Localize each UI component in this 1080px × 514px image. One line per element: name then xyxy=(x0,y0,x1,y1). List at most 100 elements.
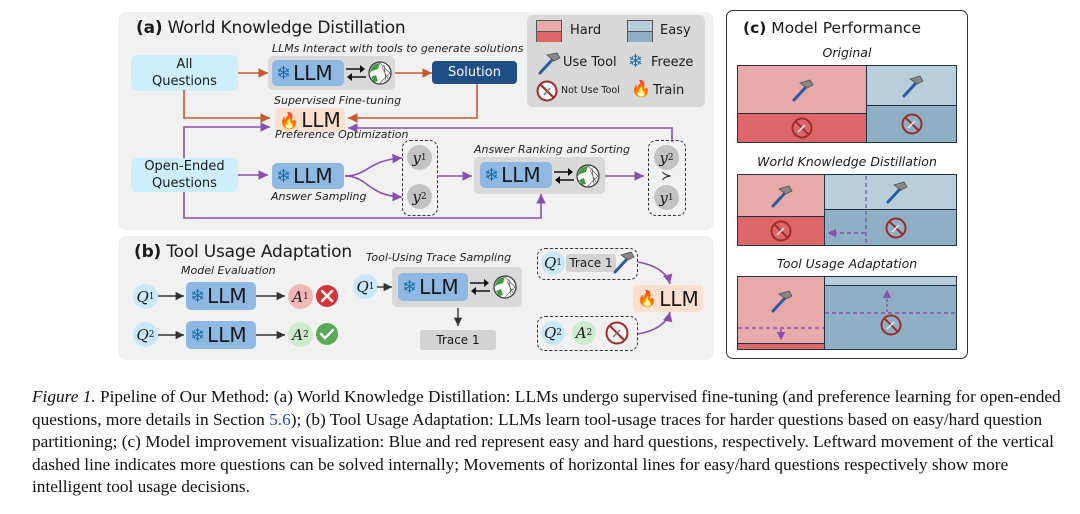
exchange-arrows-icon xyxy=(346,65,366,81)
section-reference-link[interactable]: 5.6 xyxy=(269,409,291,429)
q-var: Q xyxy=(136,287,149,306)
open-ended-line2: Questions xyxy=(152,176,217,191)
a-var: A xyxy=(575,324,587,342)
hammer-icon xyxy=(771,185,793,207)
q-sub: 2 xyxy=(556,328,563,338)
panel-c-title: (c) Model Performance xyxy=(743,19,921,37)
legend: Hard Easy Use Tool ❄ Freeze Not Use Tool… xyxy=(527,15,705,107)
y-var: y xyxy=(412,148,421,167)
tool-globe-icon xyxy=(576,164,600,188)
answer-sampling-caption: Answer Sampling xyxy=(271,190,367,203)
all-questions-line2: Questions xyxy=(152,74,217,89)
trace-1-output: Trace 1 xyxy=(420,330,496,350)
correct-check-icon xyxy=(316,323,338,345)
hammer-icon xyxy=(886,181,908,204)
y-var: y xyxy=(412,187,421,206)
llm-trainable-b: 🔥LLM xyxy=(633,285,703,312)
no-tool-icon xyxy=(901,113,922,135)
llm-frozen-sampler: ❄LLM xyxy=(272,163,344,189)
wkd-hard-notool xyxy=(737,216,825,246)
sft-caption: Supervised Fine-tuning xyxy=(274,94,402,107)
solution-box: Solution xyxy=(432,61,517,84)
no-tool-icon xyxy=(885,217,906,238)
llm-label: LLM xyxy=(501,163,541,187)
y-sub: 1 xyxy=(667,192,674,203)
caption-text-2: ); (b) Tool Usage Adaptation: LLMs learn… xyxy=(32,409,1054,497)
open-ended-line1: Open-Ended xyxy=(144,159,225,174)
a-var: A xyxy=(292,325,304,344)
interact-caption: LLMs Interact with tools to generate sol… xyxy=(272,42,524,55)
a-sub: 2 xyxy=(303,329,309,340)
llm-trace-sampler: ❄LLM xyxy=(398,273,468,301)
hammer-icon xyxy=(792,79,814,101)
answer-ranking-caption: Answer Ranking and Sorting xyxy=(474,143,630,156)
a-sub: 2 xyxy=(586,328,593,338)
panel-b-label: (b) xyxy=(134,242,162,262)
exchange-arrows-icon xyxy=(470,279,490,295)
legend-easy: Easy xyxy=(660,23,691,38)
tool-globe-icon xyxy=(368,61,392,85)
panel-c-label: (c) xyxy=(743,19,767,37)
legend-train: Train xyxy=(653,83,685,98)
original-hard-tool xyxy=(737,65,867,114)
snowflake-icon: ❄ xyxy=(276,62,292,84)
figure-caption: Figure 1. Pipeline of Our Method: (a) Wo… xyxy=(32,386,1072,499)
caption-text-1: Pipeline of Our Method: (a) World Knowle… xyxy=(32,387,1061,429)
trace-sampling-caption: Tool-Using Trace Sampling xyxy=(366,251,512,264)
legend-not-use-tool: Not Use Tool xyxy=(561,85,620,96)
figure-label: Figure 1. xyxy=(32,387,96,406)
q-sub: 2 xyxy=(148,329,155,340)
tua-hard-tool xyxy=(737,276,825,344)
wkd-easy-tool xyxy=(824,174,957,210)
panel-a-title-text: World Knowledge Distillation xyxy=(167,18,406,38)
legend-freeze: Freeze xyxy=(651,55,694,70)
llm-label: LLM xyxy=(207,284,247,308)
panel-c-title-text: Model Performance xyxy=(771,19,921,37)
snowflake-icon: ❄ xyxy=(276,165,292,187)
llm-label: LLM xyxy=(419,275,459,299)
hammer-icon xyxy=(613,251,635,274)
panel-b-title-text: Tool Usage Adaptation xyxy=(166,242,352,262)
y-var: y xyxy=(659,188,668,207)
easy-swatch xyxy=(627,20,653,42)
trace-1-train: Trace 1 xyxy=(566,254,616,272)
snowflake-icon: ❄ xyxy=(190,324,206,346)
llm-label: LLM xyxy=(659,286,699,311)
a-sub: 1 xyxy=(303,291,309,302)
legend-hard: Hard xyxy=(570,23,602,38)
panel-a-title: (a) World Knowledge Distillation xyxy=(136,18,406,38)
q-var: Q xyxy=(543,324,557,342)
tua-hard-notool xyxy=(737,343,825,350)
q-sub: 1 xyxy=(556,258,563,268)
panel-model-performance: (c) Model Performance Original World Kno… xyxy=(726,10,968,359)
model-eval-caption: Model Evaluation xyxy=(181,264,276,277)
no-tool-icon xyxy=(880,314,901,335)
q-var: Q xyxy=(543,254,557,272)
q2-a2-notool-group xyxy=(537,316,638,351)
original-hard-notool xyxy=(737,113,867,143)
original-label: Original xyxy=(822,45,872,60)
wkd-label: World Knowledge Distillation xyxy=(757,154,937,169)
exchange-arrows-icon xyxy=(554,168,574,184)
no-tool-icon xyxy=(791,117,813,139)
q-sub: 1 xyxy=(148,291,155,302)
original-easy-notool xyxy=(866,105,957,143)
llm-label: LLM xyxy=(293,164,333,188)
llm-frozen-ranker: ❄LLM xyxy=(480,162,552,188)
snowflake-icon: ❄ xyxy=(484,164,500,186)
original-easy-tool xyxy=(866,65,957,106)
snowflake-icon: ❄ xyxy=(402,276,418,298)
no-tool-icon xyxy=(536,80,558,102)
wkd-easy-notool xyxy=(824,209,957,246)
llm-eval-q1: ❄LLM xyxy=(186,282,256,310)
tua-easy-notool xyxy=(824,285,957,350)
wkd-hard-tool xyxy=(737,174,825,217)
flame-icon: 🔥 xyxy=(637,289,658,308)
